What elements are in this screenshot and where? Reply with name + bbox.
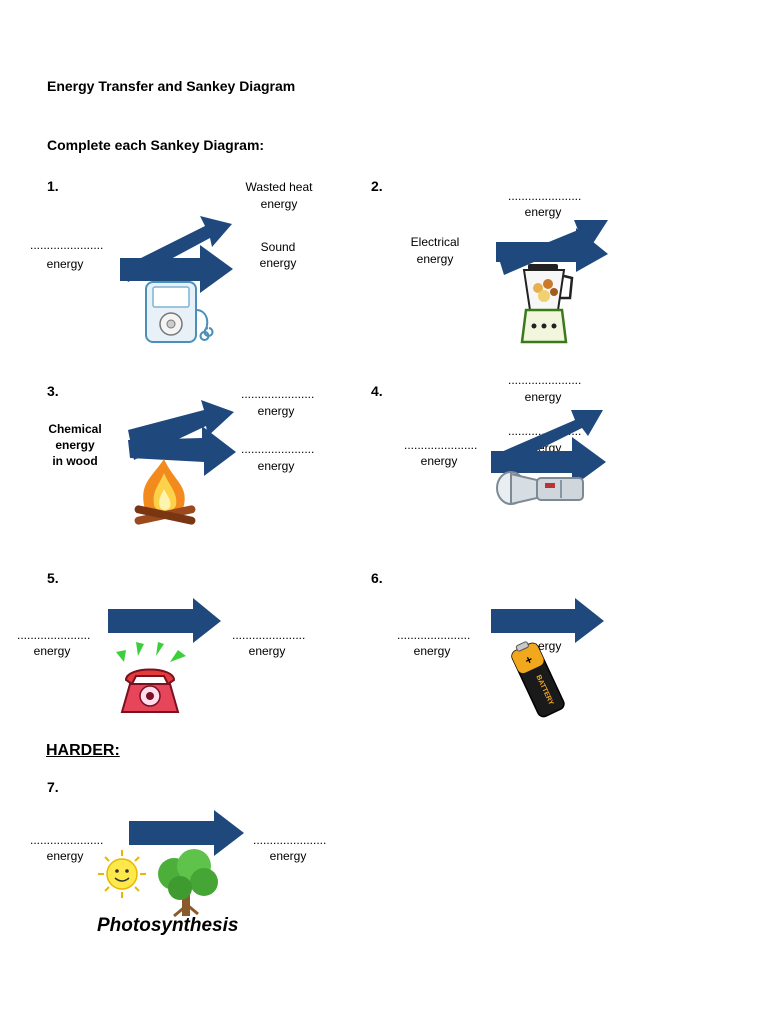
diagram-5-input-label: energy — [33, 644, 71, 658]
page-title: Energy Transfer and Sankey Diagram — [47, 78, 296, 94]
diagram-4-output-top-label: energy — [524, 390, 562, 404]
diagram-3-output-top-label: energy — [257, 404, 295, 418]
diagram-3-number: 3. — [47, 383, 59, 399]
diagram-5-output-blank[interactable]: ...................... — [232, 628, 306, 642]
diagram-6-output-blank[interactable]: ...................... — [508, 622, 582, 636]
harder-heading: HARDER: — [46, 742, 120, 759]
diagram-6-arrow-main — [491, 598, 604, 643]
diagram-4-output-top-blank[interactable]: ...................... — [508, 373, 582, 387]
sun-tree-icon — [98, 849, 218, 918]
torch-icon — [496, 471, 584, 506]
diagram-7-output-label: energy — [269, 849, 307, 863]
diagram-1-input-label: energy — [46, 257, 84, 271]
tree-icon — [158, 849, 218, 918]
diagram-2-input-label: Electrical energy — [410, 235, 460, 266]
sun-icon — [98, 850, 146, 898]
diagram-7-input-blank[interactable]: ...................... — [30, 833, 104, 847]
diagram-3-output-bottom-label: energy — [257, 459, 295, 473]
diagram-3-output-top-blank[interactable]: ...................... — [241, 387, 315, 401]
diagram-4-number: 4. — [371, 383, 383, 399]
instruction: Complete each Sankey Diagram: — [47, 137, 265, 153]
diagram-2-output-top-label: energy — [524, 205, 562, 219]
diagram-3-arrow-top — [128, 400, 234, 460]
diagram-4-output-bottom-label: energy — [524, 441, 562, 455]
diagram-1-input-blank[interactable]: ...................... — [30, 238, 104, 252]
diagram-2-output-top-blank[interactable]: ...................... — [508, 189, 582, 203]
telephone-icon — [116, 642, 186, 713]
diagram-4-output-bottom-blank[interactable]: ...................... — [508, 424, 582, 438]
diagram-1-output-bottom: Sound energy — [259, 240, 297, 270]
diagram-4-input-label: energy — [420, 454, 458, 468]
diagram-6-input-blank[interactable]: ...................... — [397, 628, 471, 642]
diagram-5-arrow-main — [108, 598, 221, 643]
diagram-5-number: 5. — [47, 570, 59, 586]
diagram-4-input-blank[interactable]: ...................... — [404, 438, 478, 452]
diagram-3-input-label: Chemical energy in wood — [48, 422, 102, 468]
diagram-3-output-bottom-blank[interactable]: ...................... — [241, 442, 315, 456]
blender-icon — [520, 264, 574, 344]
diagram-2-number: 2. — [371, 178, 383, 194]
diagram-5-input-blank[interactable]: ...................... — [17, 628, 91, 642]
diagram-6-input-label: energy — [413, 644, 451, 658]
diagram-7-number: 7. — [47, 779, 59, 795]
campfire-icon — [134, 459, 196, 525]
diagram-1-number: 1. — [47, 178, 59, 194]
mp3-player-icon — [145, 281, 214, 343]
diagram-6-number: 6. — [371, 570, 383, 586]
diagram-1-arrow-top — [121, 216, 232, 282]
diagram-5-output-label: energy — [248, 644, 286, 658]
battery-icon: + BATTERY — [511, 641, 565, 718]
photosynthesis-caption: Photosynthesis — [97, 915, 239, 936]
diagram-1-output-top: Wasted heat energy — [245, 180, 313, 211]
diagram-7-input-label: energy — [46, 849, 84, 863]
diagram-7-output-blank[interactable]: ...................... — [253, 833, 327, 847]
